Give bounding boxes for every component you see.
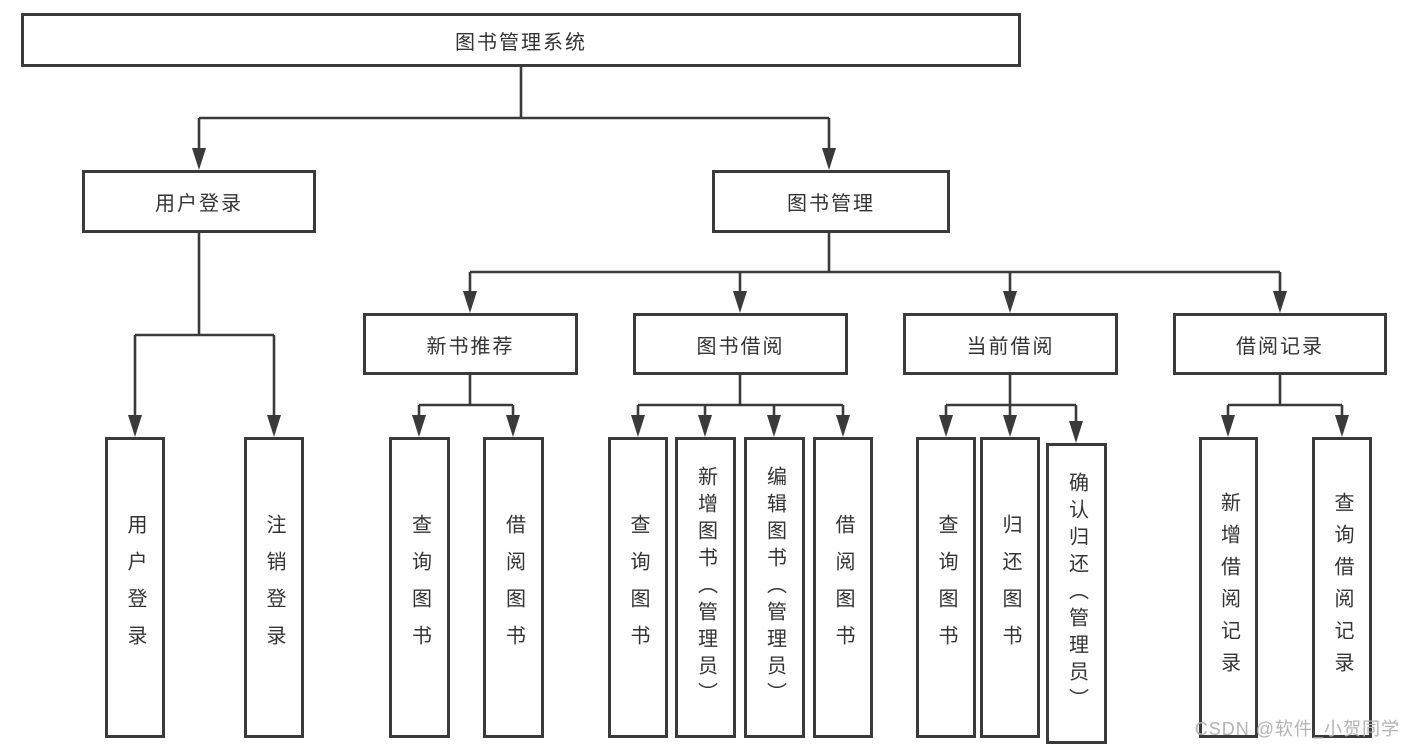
node-book-borrowing: 图书借阅 (633, 313, 848, 375)
leaf-recommend-query-book-label: 查询图书 (408, 513, 431, 662)
arrowhead (1003, 291, 1017, 313)
arrowhead (836, 415, 850, 437)
node-user-login-label: 用户登录 (155, 193, 243, 215)
leaf-current-return-book: 归还图书 (980, 437, 1040, 738)
leaf-borrowing-query-book: 查询图书 (608, 437, 668, 738)
arrowhead (1221, 415, 1235, 437)
csdn-watermark: CSDN @软件_小贺同学 (1194, 719, 1400, 739)
leaf-borrowing-edit-book-admin-label: 编辑图书（管理员） (763, 466, 786, 709)
node-root-label: 图书管理系统 (455, 31, 587, 54)
arrowhead (1335, 415, 1349, 437)
leaf-records-add-record-label: 新增借阅记录 (1217, 491, 1240, 684)
arrowhead (1069, 421, 1083, 443)
arrowhead (939, 415, 953, 437)
leaf-current-confirm-return-admin: 确认归还（管理员） (1046, 443, 1107, 744)
node-borrowing-records: 借阅记录 (1173, 313, 1387, 375)
leaf-recommend-borrow-book: 借阅图书 (483, 437, 544, 738)
arrowhead (463, 291, 477, 313)
leaf-current-query-book: 查询图书 (916, 437, 976, 738)
leaf-recommend-borrow-book-label: 借阅图书 (502, 513, 525, 662)
node-borrowing-records-label: 借阅记录 (1236, 335, 1324, 358)
leaf-logout: 注销登录 (244, 437, 304, 738)
node-current-borrowing: 当前借阅 (903, 313, 1118, 375)
arrowhead (822, 148, 836, 170)
node-book-management: 图书管理 (712, 170, 950, 233)
leaf-current-confirm-return-admin-label: 确认归还（管理员） (1065, 472, 1088, 715)
leaf-borrowing-edit-book-admin: 编辑图书（管理员） (744, 437, 805, 738)
node-root-system: 图书管理系统 (21, 13, 1021, 67)
arrowhead (733, 291, 747, 313)
leaf-current-return-book-label: 归还图书 (999, 513, 1021, 662)
leaf-recommend-query-book: 查询图书 (389, 437, 450, 738)
leaf-borrowing-borrow-book-label: 借阅图书 (832, 513, 854, 662)
leaf-borrowing-borrow-book: 借阅图书 (813, 437, 873, 738)
node-book-borrowing-label: 图书借阅 (696, 335, 785, 358)
node-current-borrowing-label: 当前借阅 (966, 335, 1055, 358)
arrowhead (1003, 415, 1017, 437)
leaf-records-add-record: 新增借阅记录 (1199, 437, 1258, 738)
leaf-user-login-label: 用户登录 (124, 513, 146, 662)
arrowhead (631, 415, 645, 437)
node-user-login: 用户登录 (82, 170, 316, 233)
node-new-book-recommendation: 新书推荐 (363, 313, 578, 375)
node-book-management-label: 图书管理 (787, 193, 875, 215)
leaf-user-login: 用户登录 (105, 437, 165, 738)
arrowhead (412, 415, 426, 437)
leaf-records-query-record-label: 查询借阅记录 (1331, 491, 1353, 684)
leaf-current-query-book-label: 查询图书 (935, 513, 957, 662)
arrowhead (506, 415, 520, 437)
leaf-logout-label: 注销登录 (263, 513, 285, 662)
arrowhead (192, 148, 206, 170)
arrowhead (128, 415, 142, 437)
arrowhead (267, 415, 281, 437)
node-new-book-recommendation-label: 新书推荐 (426, 335, 515, 358)
leaf-borrowing-add-book-admin: 新增图书（管理员） (675, 437, 736, 738)
arrowhead (767, 415, 781, 437)
leaf-borrowing-query-book-label: 查询图书 (627, 513, 649, 662)
leaf-borrowing-add-book-admin-label: 新增图书（管理员） (694, 466, 717, 709)
arrowhead (698, 415, 712, 437)
arrowhead (1273, 291, 1287, 313)
leaf-records-query-record: 查询借阅记录 (1312, 437, 1372, 738)
